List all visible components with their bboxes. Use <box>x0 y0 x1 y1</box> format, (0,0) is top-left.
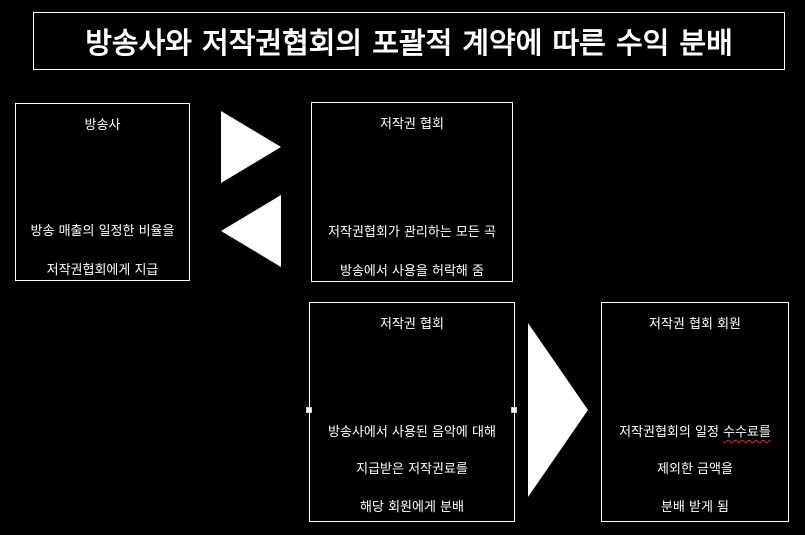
association-bottom-heading: 저작권 협회 <box>380 317 444 332</box>
arrow-right-top <box>221 111 281 183</box>
association-bottom-text-line-1: 방송사에서 사용된 음악에 대해 <box>328 425 496 440</box>
arrow-left <box>221 195 281 267</box>
broadcaster-heading: 방송사 <box>84 118 121 133</box>
member-heading: 저작권 협회 회원 <box>649 317 741 332</box>
member-text-line-2: 제외한 금액을 <box>657 462 733 477</box>
spellcheck-flagged-word[interactable]: 수수료를 <box>723 425 771 440</box>
broadcaster-box[interactable]: 방송사 방송 매출의 일정한 비율을 저작권협회에게 지급 <box>15 103 190 281</box>
broadcaster-text-line-1: 방송 매출의 일정한 비율을 <box>30 224 175 239</box>
association-top-text-line-2: 방송에서 사용을 허락해 줌 <box>340 264 484 279</box>
resize-handle-right[interactable] <box>511 407 517 413</box>
page-title: 방송사와 저작권협회의 포괄적 계약에 따른 수익 분배 <box>33 12 785 70</box>
member-text-line-1-prefix: 저작권협회의 일정 <box>619 425 724 440</box>
resize-handle-left[interactable] <box>306 407 312 413</box>
association-top-text-line-1: 저작권협회가 관리하는 모든 곡 <box>328 225 496 240</box>
member-text-line-1: 저작권협회의 일정 수수료를 <box>602 421 788 440</box>
association-bottom-text-line-2: 지급받은 저작권료를 <box>356 462 468 477</box>
association-top-heading: 저작권 협회 <box>380 117 444 132</box>
broadcaster-text-line-2: 저작권협회에게 지급 <box>46 263 159 278</box>
arrow-right-bottom <box>528 323 588 497</box>
member-text-line-3: 분배 받게 됨 <box>660 500 730 515</box>
member-box[interactable]: 저작권 협회 회원 저작권협회의 일정 수수료를 제외한 금액을 분배 받게 됨 <box>601 302 789 522</box>
association-bottom-text-line-3: 해당 회원에게 분배 <box>360 500 464 515</box>
association-top-box[interactable]: 저작권 협회 저작권협회가 관리하는 모든 곡 방송에서 사용을 허락해 줌 <box>311 102 513 282</box>
